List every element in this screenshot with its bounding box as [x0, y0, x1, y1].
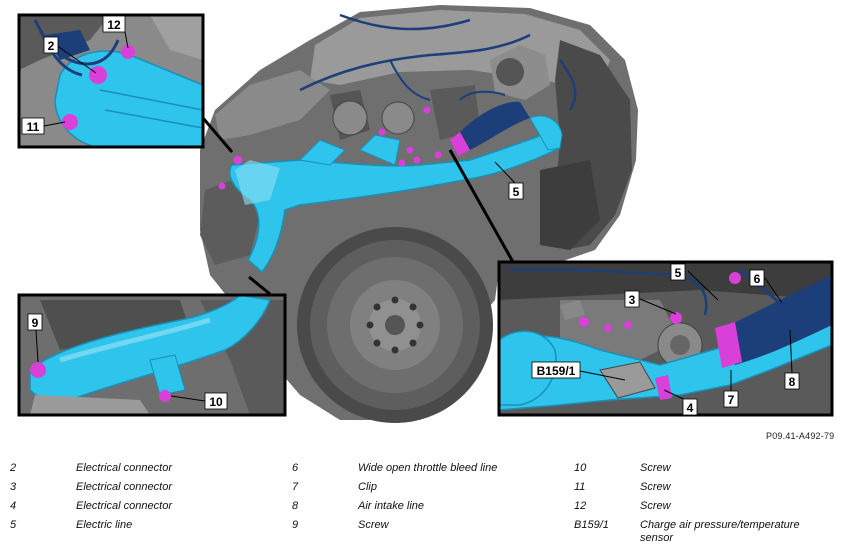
legend-number: 7 — [292, 481, 299, 493]
callout-label-6: 6 — [754, 272, 761, 286]
inset-bottom-left: 9 10 — [17, 293, 287, 417]
legend-label: Screw — [640, 462, 671, 474]
legend-label: Wide open throttle bleed line — [358, 462, 498, 474]
legend-label: Screw — [640, 500, 671, 512]
inset-top-left: 2 12 11 — [17, 13, 205, 149]
callout-label-4: 4 — [687, 401, 694, 415]
engine-diagram: 5 2 12 11 — [17, 5, 834, 423]
legend-label: Electrical connector — [76, 500, 172, 512]
callout-label-2: 2 — [48, 39, 55, 53]
legend-number: 6 — [292, 462, 299, 474]
callout-label-12: 12 — [107, 18, 121, 32]
callout-label-5-inset: 5 — [675, 266, 682, 280]
callout-5-main: 5 — [494, 161, 524, 200]
legend-number: B159/1 — [574, 519, 609, 531]
legend-number: 4 — [10, 500, 17, 512]
figure-reference: P09.41-A492-79 — [766, 431, 835, 441]
callout-label-7: 7 — [728, 393, 735, 407]
legend-label: Clip — [358, 481, 377, 493]
legend-number: 5 — [10, 519, 17, 531]
callout-label-9: 9 — [32, 316, 39, 330]
legend-label: Electrical connector — [76, 481, 172, 493]
legend-label: Air intake line — [358, 500, 425, 512]
inset-bottom-right: 3 5 6 B159/1 4 7 8 — [497, 260, 834, 417]
inset-leaders — [201, 117, 515, 296]
callout-label-8: 8 — [789, 375, 796, 389]
legend-number: 9 — [292, 519, 299, 531]
legend-number: 2 — [10, 462, 17, 474]
callout-label-11: 11 — [27, 120, 40, 134]
legend-number: 12 — [574, 500, 587, 512]
legend-label: Charge air pressure/temperature sensor — [640, 519, 800, 544]
legend-label: Screw — [358, 519, 389, 531]
legend: 2 Electrical connector 3 Electrical conn… — [0, 458, 844, 551]
flywheel — [297, 227, 493, 423]
legend-number: 10 — [574, 462, 587, 474]
marker-dots-main — [218, 106, 442, 190]
callout-label-3: 3 — [629, 293, 636, 307]
legend-label: Electrical connector — [76, 462, 172, 474]
callout-label-10: 10 — [209, 395, 223, 409]
legend-number: 3 — [10, 481, 17, 493]
legend-number: 8 — [292, 500, 299, 512]
legend-label: Electric line — [76, 519, 133, 531]
callout-label-5-main: 5 — [513, 185, 520, 199]
legend-number: 11 — [574, 481, 586, 493]
legend-label: Screw — [640, 481, 671, 493]
callout-label-B159-1: B159/1 — [537, 364, 576, 378]
air-intake-line-main — [229, 101, 563, 274]
